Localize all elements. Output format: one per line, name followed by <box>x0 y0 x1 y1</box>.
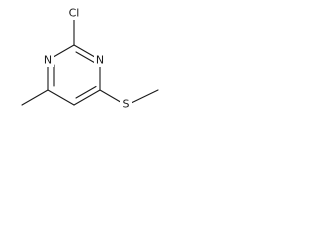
atom-label-n1: N <box>44 54 52 67</box>
chemical-structure: Cl N N S <box>21 6 159 111</box>
bond-c6-c5 <box>47 89 75 106</box>
atom-label-s: S <box>123 98 130 111</box>
bond-c5-c4-inner <box>75 85 97 99</box>
bond-c5-c4 <box>73 89 101 106</box>
bond-c2-n3-inner <box>75 51 97 65</box>
bond-s-methyl <box>128 89 159 105</box>
atom-label-n3: N <box>96 54 104 67</box>
atom-n1: N <box>42 53 54 67</box>
bond-c6-methyl <box>21 89 49 106</box>
atom-label-cl: Cl <box>69 7 80 20</box>
atom-s: S <box>120 97 132 111</box>
atom-cl: Cl <box>66 6 83 20</box>
atom-n3: N <box>94 53 106 67</box>
